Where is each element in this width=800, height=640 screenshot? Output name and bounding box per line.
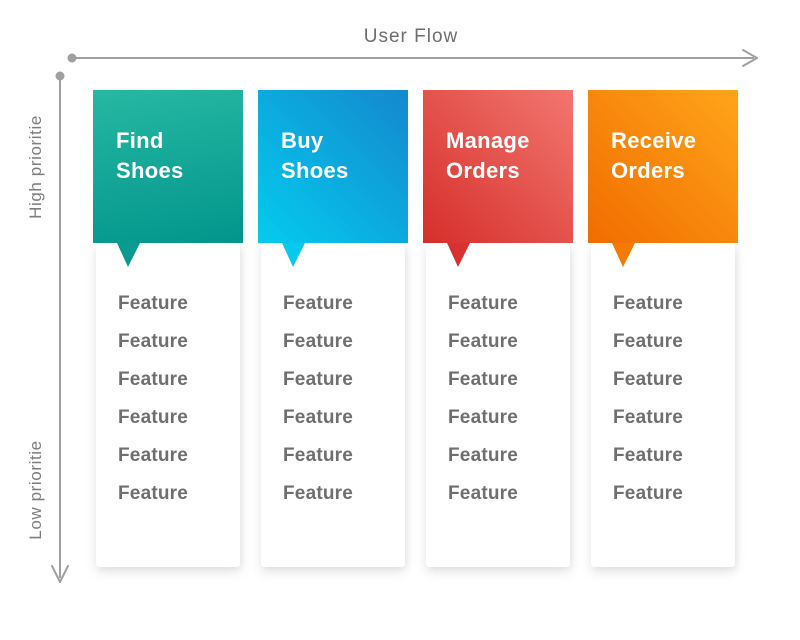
feature-item[interactable]: Feature: [118, 293, 189, 314]
card-receive-orders[interactable]: Receive Orders: [588, 90, 738, 267]
priority-axis-arrow-icon: [51, 71, 69, 583]
feature-item[interactable]: Feature: [283, 483, 354, 504]
feature-item[interactable]: Feature: [448, 293, 519, 314]
feature-item[interactable]: Feature: [448, 369, 519, 390]
feature-item[interactable]: Feature: [613, 369, 684, 390]
feature-item[interactable]: Feature: [118, 483, 189, 504]
feature-item[interactable]: Feature: [613, 483, 684, 504]
card-title: Manage Orders: [446, 128, 530, 183]
card-pointer-icon: [612, 243, 635, 267]
card-buy-shoes[interactable]: Buy Shoes: [258, 90, 408, 267]
feature-item[interactable]: Feature: [448, 445, 519, 466]
feature-item[interactable]: Feature: [448, 331, 519, 352]
card-title: Receive Orders: [611, 128, 697, 183]
card-pointer-icon: [282, 243, 305, 267]
card-manage-orders[interactable]: Manage Orders: [423, 90, 573, 267]
feature-item[interactable]: Feature: [283, 331, 354, 352]
feature-item[interactable]: Feature: [448, 407, 519, 428]
feature-item[interactable]: Feature: [118, 445, 189, 466]
card-title: Buy Shoes: [281, 128, 349, 183]
user-flow-arrow-icon: [67, 49, 758, 67]
card-pointer-icon: [447, 243, 470, 267]
user-flow-label: User Flow: [363, 26, 459, 47]
high-priority-label: High prioritie: [26, 115, 45, 219]
card-pointer-icon: [117, 243, 140, 267]
card-title: Find Shoes: [116, 128, 184, 183]
feature-item[interactable]: Feature: [613, 293, 684, 314]
feature-item[interactable]: Feature: [283, 407, 354, 428]
feature-item[interactable]: Feature: [613, 331, 684, 352]
feature-item[interactable]: Feature: [283, 369, 354, 390]
feature-item[interactable]: Feature: [118, 407, 189, 428]
feature-item[interactable]: Feature: [283, 293, 354, 314]
feature-item[interactable]: Feature: [118, 331, 189, 352]
low-priority-label: Low prioritie: [26, 440, 45, 540]
card-find-shoes[interactable]: Find Shoes: [93, 90, 243, 267]
feature-item[interactable]: Feature: [613, 445, 684, 466]
feature-item[interactable]: Feature: [448, 483, 519, 504]
feature-item[interactable]: Feature: [613, 407, 684, 428]
feature-item[interactable]: Feature: [118, 369, 189, 390]
feature-item[interactable]: Feature: [283, 445, 354, 466]
